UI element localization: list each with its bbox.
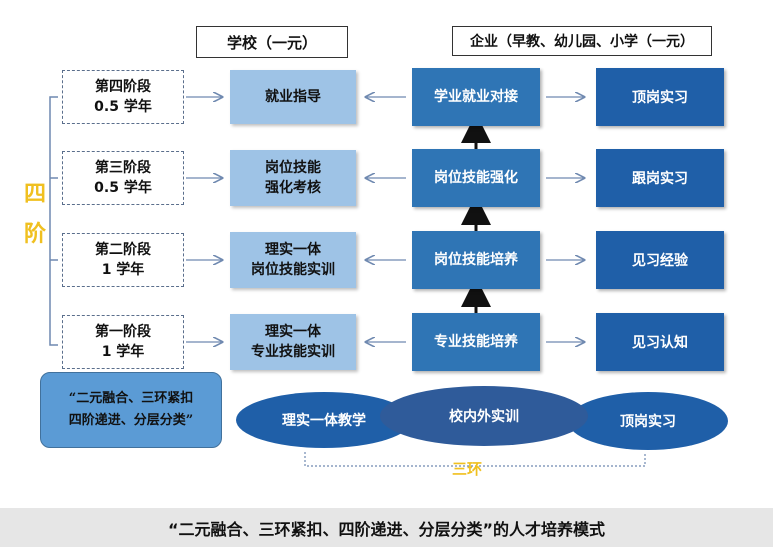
stage-name: 第二阶段 bbox=[95, 242, 151, 258]
mid-box-2: 岗位技能培养 bbox=[412, 231, 540, 289]
stage-duration: 1 学年 bbox=[101, 262, 145, 278]
motto-line2: 四阶递进、分层分类” bbox=[68, 413, 194, 428]
school-box-1: 理实一体 专业技能实训 bbox=[230, 314, 356, 370]
mid-box-4: 学业就业对接 bbox=[412, 68, 540, 126]
stage-box-3: 第三阶段 0.5 学年 bbox=[62, 151, 184, 205]
motto-line1: “二元融合、三环紧扣 bbox=[68, 391, 194, 406]
school-text-line2: 强化考核 bbox=[265, 180, 321, 196]
school-text: 就业指导 bbox=[265, 89, 321, 105]
stage-bracket bbox=[49, 96, 58, 346]
ellipse-training: 校内外实训 bbox=[380, 386, 588, 446]
motto-note: “二元融合、三环紧扣 四阶递进、分层分类” bbox=[40, 372, 222, 448]
stage-name: 第三阶段 bbox=[95, 160, 151, 176]
side-label-char-1: 四 bbox=[24, 182, 47, 207]
school-text-line1: 理实一体 bbox=[265, 324, 321, 340]
right-box-1: 见习认知 bbox=[596, 313, 724, 371]
school-text-line2: 专业技能实训 bbox=[251, 344, 335, 360]
enterprise-header: 企业（早教、幼儿园、小学（一元） bbox=[452, 26, 712, 56]
school-box-3: 岗位技能 强化考核 bbox=[230, 150, 356, 206]
stage-duration: 0.5 学年 bbox=[94, 99, 152, 115]
stage-box-1: 第一阶段 1 学年 bbox=[62, 315, 184, 369]
row-arrows bbox=[186, 97, 584, 342]
mid-box-1: 专业技能培养 bbox=[412, 313, 540, 371]
school-text-line2: 岗位技能实训 bbox=[251, 262, 335, 278]
right-box-3: 跟岗实习 bbox=[596, 149, 724, 207]
side-label-char-2: 阶 bbox=[24, 222, 47, 247]
three-rings-bracket bbox=[304, 452, 646, 467]
stage-box-2: 第二阶段 1 学年 bbox=[62, 233, 184, 287]
school-header: 学校（一元） bbox=[196, 26, 348, 58]
stage-name: 第四阶段 bbox=[95, 79, 151, 95]
stage-box-4: 第四阶段 0.5 学年 bbox=[62, 70, 184, 124]
stage-name: 第一阶段 bbox=[95, 324, 151, 340]
school-text-line1: 理实一体 bbox=[265, 242, 321, 258]
stage-duration: 1 学年 bbox=[101, 344, 145, 360]
figure-caption: “二元融合、三环紧扣、四阶递进、分层分类”的人才培养模式 bbox=[0, 508, 773, 547]
stage-duration: 0.5 学年 bbox=[94, 180, 152, 196]
school-box-2: 理实一体 岗位技能实训 bbox=[230, 232, 356, 288]
right-box-4: 顶岗实习 bbox=[596, 68, 724, 126]
three-rings-label: 三环 bbox=[452, 460, 483, 478]
right-box-2: 见习经验 bbox=[596, 231, 724, 289]
school-box-4: 就业指导 bbox=[230, 70, 356, 124]
mid-box-3: 岗位技能强化 bbox=[412, 149, 540, 207]
school-text-line1: 岗位技能 bbox=[265, 160, 321, 176]
ellipse-internship: 顶岗实习 bbox=[568, 392, 728, 450]
